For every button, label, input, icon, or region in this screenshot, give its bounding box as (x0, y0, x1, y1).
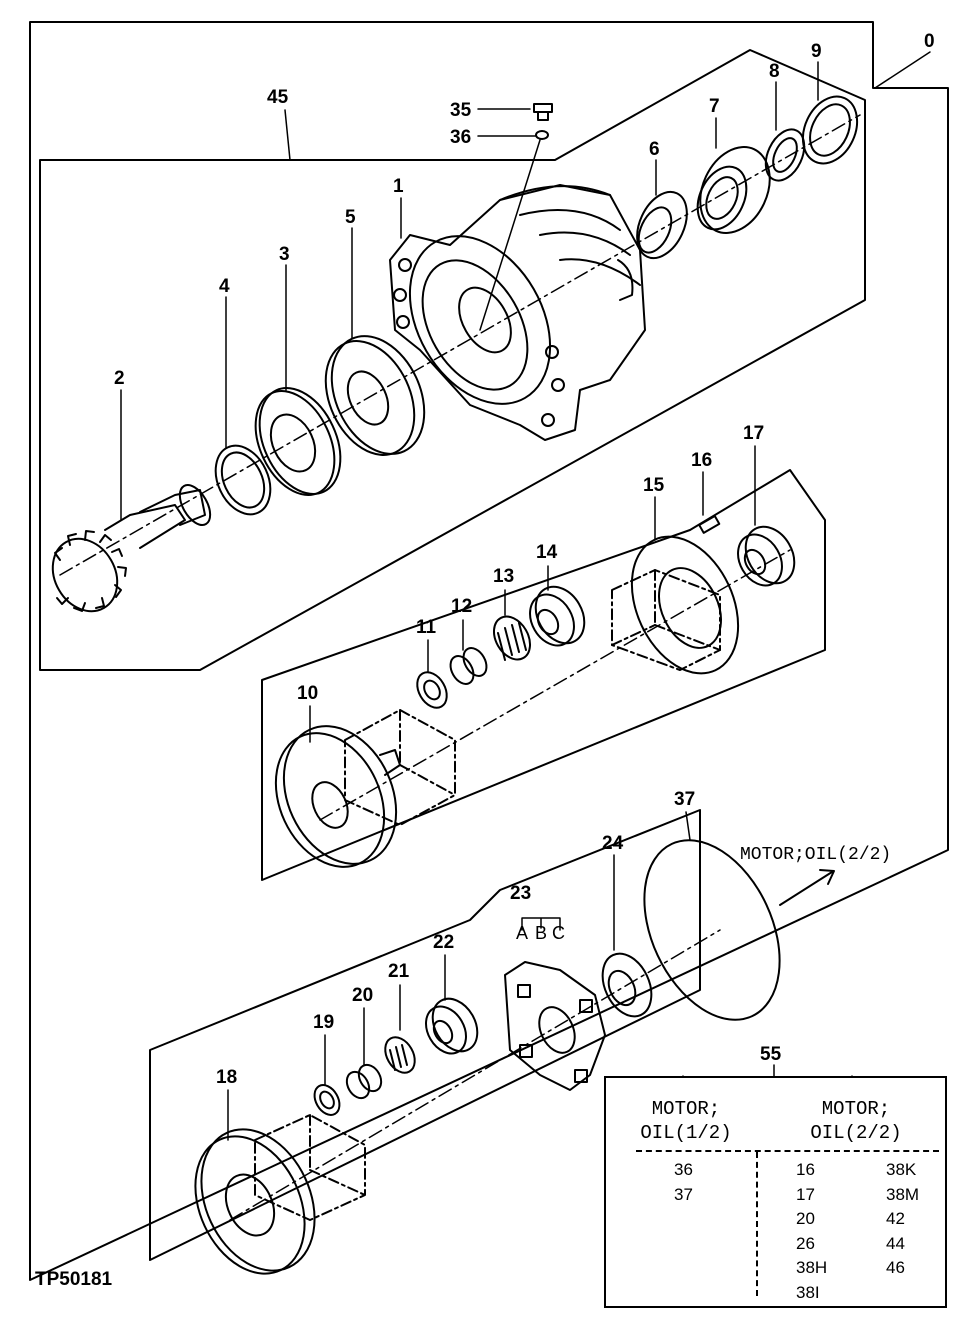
motor-oil-arrow (779, 871, 833, 906)
legend-col2-header: MOTOR; OIL(2/2) (810, 1098, 902, 1144)
part-36-oring (535, 130, 549, 140)
part-16-screw (698, 515, 721, 534)
part-label-0: 0 (924, 31, 935, 52)
part-23-plate (504, 961, 606, 1091)
axis-line-upper (59, 114, 861, 576)
part-label-14: 14 (536, 542, 558, 563)
part-22-gear (425, 997, 479, 1055)
part-10-carrier (274, 709, 456, 868)
legend-col1-list: 36 37 (674, 1158, 693, 1207)
part-17-gear (737, 525, 796, 587)
part-label-6: 6 (649, 139, 660, 160)
part-label-7: 7 (709, 96, 720, 117)
part-label-17: 17 (743, 423, 765, 444)
legend-item: 36 (674, 1160, 693, 1179)
part-6-seal (636, 190, 688, 260)
part-label-24: 24 (602, 833, 624, 854)
part-label-19: 19 (313, 1012, 335, 1033)
part-label-8: 8 (769, 61, 780, 82)
legend-item: 46 (886, 1258, 905, 1277)
part-label-35: 35 (450, 100, 472, 121)
part-label-12: 12 (451, 596, 473, 617)
legend-item: 38H (796, 1258, 828, 1277)
part-19-washer (313, 1084, 341, 1116)
part-label-9: 9 (811, 41, 822, 62)
legend-item: 16 (796, 1160, 815, 1179)
legend-item: 38I (796, 1282, 820, 1302)
middle-group-frame (261, 469, 826, 881)
legend-item: 20 (796, 1209, 815, 1228)
part-label-5: 5 (345, 207, 356, 228)
part-label-16: 16 (691, 450, 713, 471)
legend-col1-header: MOTOR; OIL(1/2) (640, 1098, 732, 1144)
part-20-sleeve (345, 1063, 383, 1100)
part-label-15: 15 (643, 475, 665, 496)
outer-assembly-frame (29, 21, 949, 1281)
part-12-sleeve (449, 647, 488, 685)
part-label-36: 36 (450, 127, 472, 148)
part-11-washer (416, 671, 448, 709)
part-label-3: 3 (279, 244, 290, 265)
legend-item: 37 (674, 1184, 693, 1204)
legend-item: 17 (796, 1184, 815, 1204)
figure-id: TP50181 (35, 1269, 113, 1290)
part-label-11: 11 (416, 617, 437, 638)
part-15-carrier-plate (611, 535, 740, 675)
part-label-23: 23 (510, 883, 532, 904)
variant-letter-a: A (516, 923, 529, 943)
part-2-pinion-shaft (51, 484, 212, 613)
legend-col2b-list: 38K 38M 42 44 46 (886, 1158, 919, 1281)
part-label-4: 4 (219, 276, 230, 297)
legend-item: 38K (886, 1160, 917, 1179)
part-24-gear (601, 952, 653, 1018)
legend-item: 38M (886, 1184, 920, 1204)
parts-legend-table: MOTOR; OIL(1/2) MOTOR; OIL(2/2) 36 37 16… (604, 1076, 947, 1308)
motor-oil-arrowhead (819, 869, 835, 885)
part-37-oring (643, 839, 781, 1021)
axis-line-middle (319, 549, 791, 821)
part-21-needle-bearing (384, 1036, 416, 1074)
part-9-seal (801, 95, 859, 165)
part-label-2: 2 (114, 368, 125, 389)
legend-item: 42 (886, 1209, 905, 1228)
part-7-bearing (696, 146, 771, 234)
part-8-ring (764, 128, 806, 182)
part-label-20: 20 (352, 985, 374, 1006)
legend-item: 44 (886, 1233, 905, 1253)
part-label-21: 21 (388, 961, 410, 982)
legend-item: 26 (796, 1233, 815, 1253)
part-18-carrier (194, 1114, 366, 1275)
part-1-housing (389, 184, 646, 441)
part-23-variant-bracket (521, 917, 561, 931)
legend-divider (636, 1150, 939, 1152)
part-label-1: 1 (393, 176, 404, 197)
part-3-plate (254, 387, 342, 496)
variant-letter-c: C (552, 923, 565, 943)
part-label-45: 45 (267, 87, 289, 108)
part-35-bolt (533, 103, 553, 121)
part-label-18: 18 (216, 1067, 238, 1088)
part-14-gear (529, 585, 586, 647)
lower-group-frame (149, 809, 701, 1261)
part-label-37: 37 (674, 789, 696, 810)
part-label-10: 10 (297, 683, 319, 704)
leader-lines (120, 51, 931, 1141)
variant-letter-b: B (535, 923, 548, 943)
motor-oil-reference-label: MOTOR;OIL(2/2) (740, 845, 892, 865)
part-5-ring (324, 335, 426, 456)
legend-column-divider (756, 1152, 758, 1296)
part-35-36-leader (479, 139, 541, 331)
group-45-frame (39, 49, 866, 671)
part-4-ring (214, 444, 272, 516)
part-13-needle-bearing (492, 615, 532, 661)
part-label-13: 13 (493, 566, 515, 587)
legend-col2a-list: 16 17 20 26 38H 38I (796, 1158, 827, 1305)
part-label-55: 55 (760, 1044, 782, 1065)
part-label-22: 22 (433, 932, 455, 953)
